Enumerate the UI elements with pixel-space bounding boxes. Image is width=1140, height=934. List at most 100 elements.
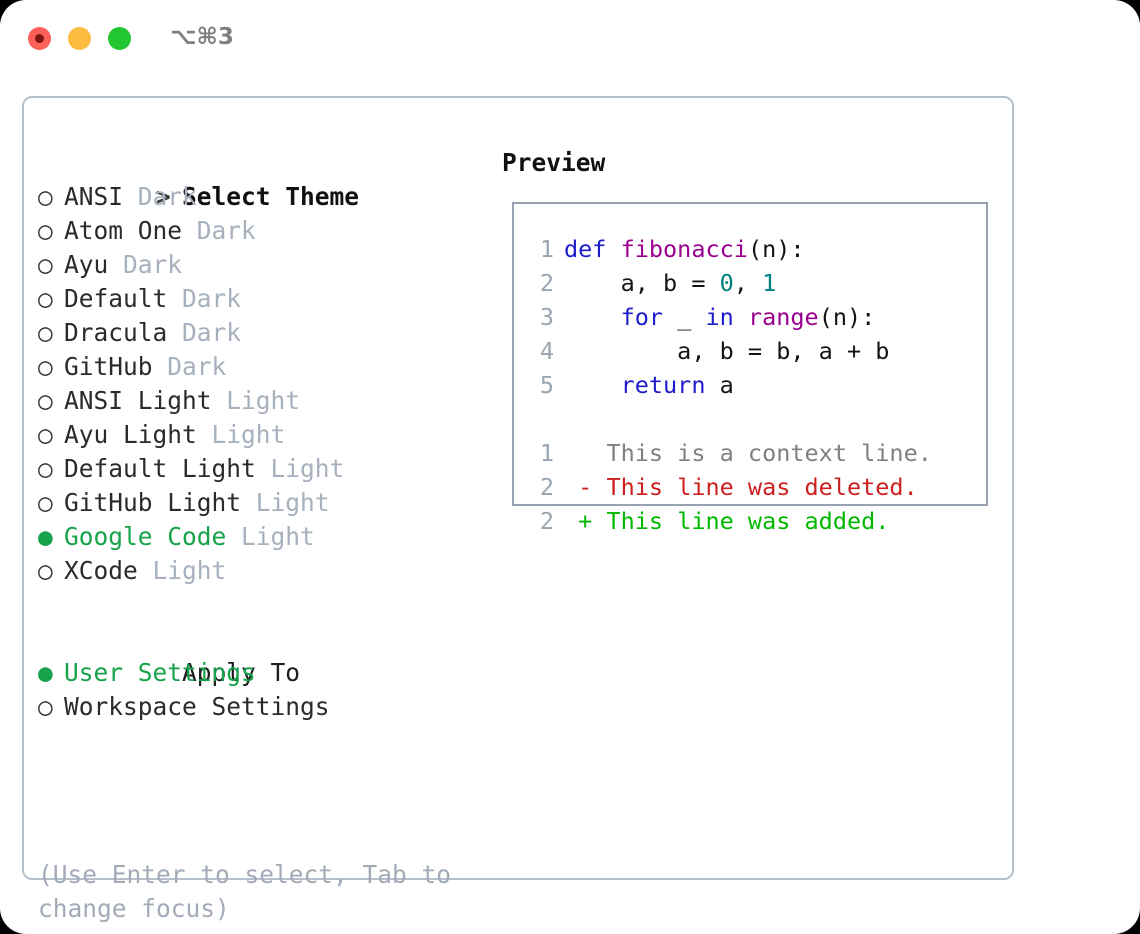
page-title: Select Theme (182, 182, 360, 211)
theme-list-item[interactable]: ○ Atom One Dark (38, 214, 478, 248)
theme-list-item[interactable]: ○Ayu Dark (38, 248, 478, 282)
title-bar: ⌥⌘3 (0, 0, 1140, 78)
radio-unselected-icon: ○ (38, 556, 53, 585)
code-token: fibonacci (620, 235, 748, 263)
code-line: 2 a, b = 0, 1 (528, 266, 932, 300)
theme-selection-column: >Select Theme ○ANSI Dark○Atom One Dark○A… (38, 146, 478, 724)
diff-line: 2 - This line was deleted. (528, 470, 932, 504)
theme-list-item[interactable]: ○ANSI Dark (38, 180, 478, 214)
line-number: 1 (539, 235, 554, 263)
code-line: 5 return a (528, 368, 932, 402)
radio-unselected-icon: ○ (38, 182, 53, 211)
code-token (734, 303, 748, 331)
theme-name: XCode (64, 556, 138, 585)
theme-list-item[interactable]: ○ XCode Light (38, 554, 478, 588)
code-token: in (705, 303, 734, 331)
theme-list-item[interactable]: ○ Dracula Dark (38, 316, 478, 350)
diff-line: 1 This is a context line. (528, 436, 932, 470)
maximize-button[interactable] (108, 27, 131, 50)
spacer (38, 588, 478, 622)
diff-text: This line was added. (606, 507, 890, 535)
code-token: (n): (818, 303, 876, 331)
diff-marker (564, 439, 606, 467)
line-number: 3 (539, 303, 554, 331)
theme-list-item[interactable]: ○GitHub Dark (38, 350, 478, 384)
code-token: 0 (719, 269, 734, 297)
theme-name: ANSI Light (64, 386, 212, 415)
theme-variant-badge: Light (137, 556, 227, 585)
theme-variant-badge: Dark (123, 182, 197, 211)
prompt-caret-icon: > (156, 182, 171, 211)
theme-list[interactable]: ○ANSI Dark○Atom One Dark○Ayu Dark○Defaul… (38, 180, 478, 588)
diff-text: This is a context line. (606, 439, 932, 467)
theme-variant-badge: Dark (167, 284, 242, 313)
radio-selected-icon: ● (38, 522, 53, 551)
radio-unselected-icon: ○ (38, 420, 53, 449)
theme-name: Ayu Light (64, 420, 197, 449)
theme-picker-dialog: >Select Theme ○ANSI Dark○Atom One Dark○A… (22, 96, 1014, 923)
line-number: 4 (539, 337, 554, 365)
theme-name: Atom One (64, 216, 183, 245)
theme-name: GitHub Light (64, 488, 242, 517)
code-token: a, b = (564, 269, 720, 297)
diff-marker: - (564, 473, 607, 501)
apply-to-option-label: Workspace Settings (64, 692, 330, 721)
theme-variant-badge: Light (255, 454, 345, 483)
radio-unselected-icon: ○ (38, 488, 53, 517)
radio-unselected-icon: ○ (38, 318, 53, 347)
radio-unselected-icon: ○ (38, 352, 53, 381)
diff-line: 2 + This line was added. (528, 504, 932, 538)
code-token: a (705, 371, 734, 399)
code-token: (n): (747, 235, 805, 263)
theme-variant-badge: Light (241, 488, 330, 517)
theme-name: Default Light (64, 454, 256, 483)
theme-list-item[interactable]: ○ Ayu Light Light (38, 418, 478, 452)
code-token: _ (663, 303, 706, 331)
preview-heading: Preview (502, 148, 606, 177)
line-number: 2 (539, 269, 554, 297)
apply-to-label: Apply To (182, 658, 301, 687)
minimize-button[interactable] (68, 27, 91, 50)
theme-list-item[interactable]: ●Google Code Light (38, 520, 478, 554)
code-line: 1 def fibonacci(n): (528, 232, 932, 266)
theme-name: Default (64, 284, 168, 313)
code-token: return (620, 371, 706, 399)
line-number: 2 (539, 507, 554, 535)
theme-variant-badge: Dark (167, 318, 242, 347)
line-number: 1 (539, 439, 554, 467)
theme-name: Google Code (64, 522, 227, 551)
apply-to-list[interactable]: ●User Settings○Workspace Settings (38, 656, 478, 724)
theme-name: Dracula (64, 318, 168, 347)
theme-name: Ayu (64, 250, 109, 279)
line-number: 5 (539, 371, 554, 399)
apply-to-option[interactable]: ○Workspace Settings (38, 690, 478, 724)
theme-variant-badge: Light (211, 386, 301, 415)
theme-list-item[interactable]: ○ANSI Light Light (38, 384, 478, 418)
line-number: 2 (539, 473, 554, 501)
code-token: def (564, 235, 621, 263)
theme-list-item[interactable]: ○ Default Dark (38, 282, 478, 316)
theme-list-item[interactable]: ○Default Light Light (38, 452, 478, 486)
code-token: range (747, 303, 819, 331)
code-token: , (733, 269, 763, 297)
theme-list-item[interactable]: ○ GitHub Light Light (38, 486, 478, 520)
theme-variant-badge: Dark (182, 216, 256, 245)
code-line: 3 for _ in range(n): (528, 300, 932, 334)
radio-selected-icon: ● (38, 658, 53, 687)
diff-marker: + (564, 507, 607, 535)
keyboard-hint-text: (Use Enter to select, Tab to change focu… (38, 860, 452, 923)
radio-unselected-icon: ○ (38, 284, 53, 313)
code-token: for (620, 303, 664, 331)
apply-to-option[interactable]: ●User Settings (38, 656, 478, 690)
code-token (564, 371, 621, 399)
theme-variant-badge: Light (196, 420, 286, 449)
radio-unselected-icon: ○ (38, 216, 53, 245)
close-button[interactable] (28, 27, 51, 50)
keyboard-shortcut-label: ⌥⌘3 (170, 24, 234, 50)
theme-name: GitHub (64, 352, 153, 381)
code-line: 4 a, b = b, a + b (528, 334, 932, 368)
code-token: a, b = b, a + b (564, 337, 890, 365)
